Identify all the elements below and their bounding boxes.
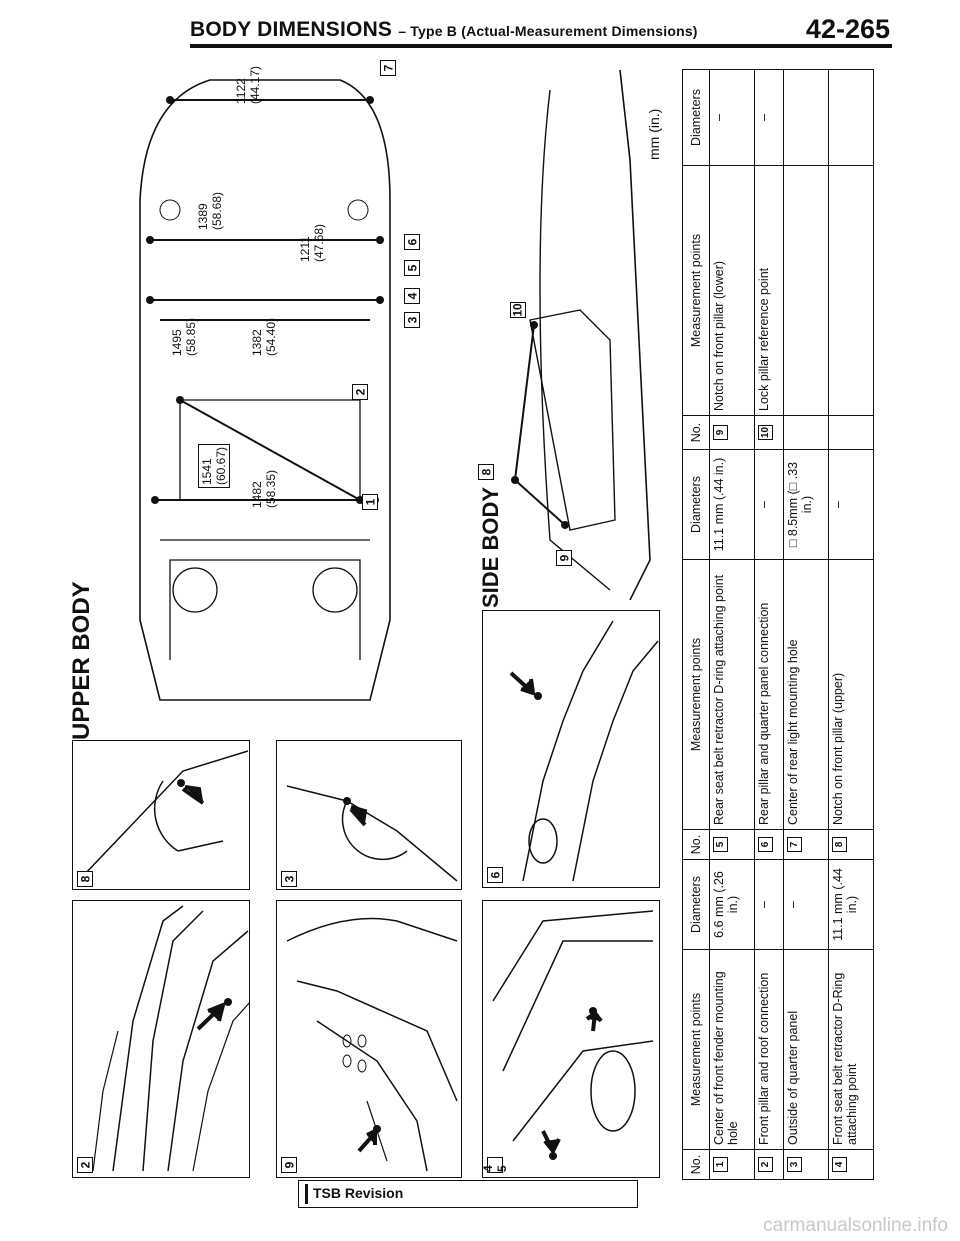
table-cell: Front pillar and roof connection — [754, 949, 784, 1150]
dimension-label: 1482(58.35) — [250, 469, 278, 508]
tsb-revision-label: TSB Revision — [313, 1185, 404, 1201]
column-header: No. — [682, 1149, 710, 1180]
point-label-9: 9 — [556, 550, 572, 566]
table-cell: 6.6 mm (.26 in.) — [709, 859, 755, 950]
table-cell: Notch on front pillar (upper) — [828, 559, 874, 830]
table-cell-number: 7 — [783, 829, 829, 860]
upper-body-label: UPPER BODY — [68, 581, 95, 740]
detail-view-6-drawing — [509, 620, 659, 882]
table-row: 4 Front seat belt retractor D-Ring attac… — [828, 69, 874, 1180]
table-cell — [783, 69, 829, 166]
point-label-1: 1 — [362, 494, 378, 510]
table-cell: Rear pillar and quarter panel connection — [754, 559, 784, 830]
table-cell: – — [754, 449, 784, 560]
table-cell-number: 2 — [754, 1149, 784, 1180]
table-cell: Outside of quarter panel — [783, 949, 829, 1150]
table-cell — [783, 415, 829, 450]
detail-view-9-drawing — [286, 785, 458, 882]
detail-view-8: 8 — [72, 740, 250, 890]
watermark: carmanualsonline.info — [763, 1215, 948, 1236]
table-cell-number: 3 — [783, 1149, 829, 1180]
detail-view-3: 9 — [276, 900, 462, 1178]
table-row: 1 Center of front fender mounting hole 6… — [709, 69, 755, 1180]
table-cell: – — [709, 69, 755, 166]
point-label-10: 10 — [510, 302, 526, 318]
point-label-6: 6 — [404, 234, 420, 250]
dimension-label: 1122(44.17) — [234, 65, 262, 104]
detail-view-2: 2 — [72, 900, 250, 1178]
table-cell-number: 10 — [754, 415, 784, 450]
table-cell-number: 8 — [828, 829, 874, 860]
column-header: Measurement points — [682, 559, 710, 830]
detail-label: 6 — [487, 867, 503, 883]
detail-label: 8 — [77, 871, 93, 887]
table-cell: Front seat belt retractor D-Ring attachi… — [828, 949, 874, 1150]
table-cell: 11.1 mm (.44 in.) — [709, 449, 755, 560]
column-header: No. — [682, 829, 710, 860]
footer-bar — [305, 1184, 308, 1204]
side-body-diagram — [511, 69, 651, 600]
table-cell — [783, 165, 829, 416]
point-label-7: 7 — [380, 60, 396, 76]
table-cell — [828, 415, 874, 450]
table-header-row: No. Measurement points Diameters No. Mea… — [682, 69, 710, 1180]
page-title: BODY DIMENSIONS – Type B (Actual-Measure… — [190, 18, 698, 41]
table-cell: – — [783, 859, 829, 950]
dimension-label: 1541(60.67) — [198, 443, 230, 488]
point-label-4: 4 — [404, 288, 420, 304]
table-cell-number: 9 — [709, 415, 755, 450]
table-cell: – — [754, 859, 784, 950]
table-row: 2 Front pillar and roof connection – 6 R… — [754, 69, 784, 1180]
column-header: Diameters — [682, 69, 710, 166]
detail-view-2-drawing — [92, 905, 249, 1172]
table-cell: – — [828, 449, 874, 560]
detail-label: 4 5 — [483, 1157, 509, 1173]
column-header: Measurement points — [682, 165, 710, 416]
page-number: 42-265 — [805, 14, 890, 44]
column-header: No. — [682, 415, 710, 450]
page-subtitle: – Type B (Actual-Measurement Dimensions) — [398, 23, 698, 39]
detail-view-6: 6 — [482, 610, 660, 888]
table-cell-number: 1 — [709, 1149, 755, 1180]
dimension-label: 1211(47.68) — [298, 223, 326, 262]
detail-label: 2 — [77, 1157, 93, 1173]
dimension-label: 1495(58.85) — [170, 317, 198, 356]
table-cell: Lock pillar reference point — [754, 165, 784, 416]
table-cell-number: 4 — [828, 1149, 874, 1180]
table-cell-number: 5 — [709, 829, 755, 860]
table-cell: 11.1 mm (.44 in.) — [828, 859, 874, 950]
table-cell: Notch on front pillar (lower) — [709, 165, 755, 416]
table-row: 3 Outside of quarter panel – 7 Center of… — [783, 69, 829, 1180]
point-label-8: 8 — [478, 464, 494, 480]
point-label-2: 2 — [352, 384, 368, 400]
dimension-label: 1382(54.40) — [250, 317, 278, 356]
tsb-revision-box: TSB Revision — [298, 1180, 638, 1208]
detail-view-4-5: 4 5 — [482, 900, 660, 1178]
point-label-3: 3 — [404, 312, 420, 328]
table-cell: Center of rear light mounting hole — [783, 559, 829, 830]
detail-label: 9 — [281, 1157, 297, 1173]
table-cell: □ 8.5mm (□ .33 in.) — [783, 449, 829, 560]
table-cell — [828, 69, 874, 166]
detail-view-4-5-drawing — [492, 910, 654, 1160]
header-rule — [190, 44, 892, 48]
table-cell — [828, 165, 874, 416]
table-cell: Center of front fender mounting hole — [709, 949, 755, 1150]
upper-body-diagram — [139, 79, 391, 701]
detail-view-9: 3 — [276, 740, 462, 890]
page-header: BODY DIMENSIONS – Type B (Actual-Measure… — [190, 12, 890, 46]
detail-label: 3 — [281, 871, 297, 887]
table-cell: Rear seat belt retractor D-ring attachin… — [709, 559, 755, 830]
column-header: Diameters — [682, 859, 710, 950]
point-label-5: 5 — [404, 260, 420, 276]
column-header: Measurement points — [682, 949, 710, 1150]
measurement-table: No. Measurement points Diameters No. Mea… — [682, 69, 874, 1180]
detail-view-3-drawing — [286, 917, 458, 1172]
table-cell: – — [754, 69, 784, 166]
table-cell-number: 6 — [754, 829, 784, 860]
dimension-label: 1389(58.68) — [196, 191, 224, 230]
column-header: Diameters — [682, 449, 710, 560]
detail-view-8-drawing — [82, 750, 249, 877]
